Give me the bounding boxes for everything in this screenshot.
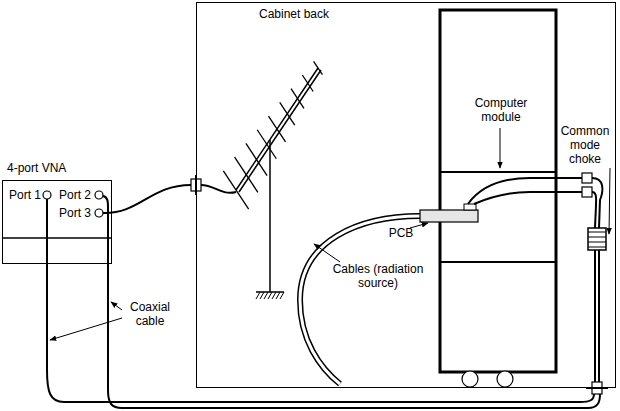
antenna-element [246,143,267,175]
log-periodic-antenna [223,61,322,292]
choke-windings [588,232,606,247]
antenna-element [235,157,258,192]
part-label: PCB [386,226,416,240]
antenna-boom [236,68,318,190]
vna-box: 4-port VNAPort 1Port 2Port 3 [2,180,112,264]
node-title: 4-port VNA [7,161,66,175]
choke-winding [588,232,606,233]
cable-connector [582,187,592,197]
choke-winding [588,247,606,248]
vna-panel-line [2,237,112,239]
ground-hatch-line [280,292,284,299]
radiating-cable [300,216,420,384]
leader-line [609,168,610,234]
coaxial-cable [201,185,236,193]
ground-hatch-line [264,292,268,299]
leader-line [500,128,501,168]
coaxial-cable [103,185,191,213]
antenna-element [223,171,248,209]
port-label: Port 1 [9,188,41,202]
ground-hatch-line [268,292,272,299]
port-connector [95,191,103,199]
antenna-mast [269,140,271,292]
cable-connector [582,173,592,183]
coaxial-cable [592,192,596,228]
ground-hatch [256,292,284,299]
leader-line [111,302,122,310]
node-title: Cabinet back [259,7,329,21]
part-label: Common mode choke [560,124,610,166]
coaxial-cable [598,250,600,382]
leader-line [314,244,340,262]
radiating-cable [300,216,420,384]
pcb-connector [464,204,476,210]
choke-winding [588,237,606,238]
coaxial-cable [468,178,582,204]
antenna-element [257,130,276,159]
antenna-element [268,116,285,142]
port-label: Port 2 [59,188,91,202]
antenna-element [314,61,323,74]
antenna-element [302,75,313,91]
pcb [420,210,478,222]
port-connector [43,191,51,199]
part-label: Computer module [468,96,534,124]
ground-hatch-line [260,292,264,299]
wheel [462,371,478,387]
antenna-element [280,102,295,125]
coaxial-cable [592,178,602,228]
leader-line [50,318,122,340]
coaxial-cable [103,196,600,408]
choke-winding [588,242,606,243]
antenna-element [291,89,304,109]
ground-hatch-line [272,292,276,299]
common-mode-choke [588,228,606,250]
cabinet-back: Cabinet back [196,2,616,388]
ground-hatch-line [256,292,260,299]
antenna-boom [239,70,321,192]
part-label: Cables (radiation source) [326,262,430,290]
ground-hatch-line [276,292,280,299]
part-label: Coaxial cable [124,300,176,328]
coaxial-cable [474,192,582,204]
port-connector [95,209,103,217]
wheel [497,371,513,387]
coaxial-cable [594,250,596,382]
port-label: Port 3 [59,206,91,220]
